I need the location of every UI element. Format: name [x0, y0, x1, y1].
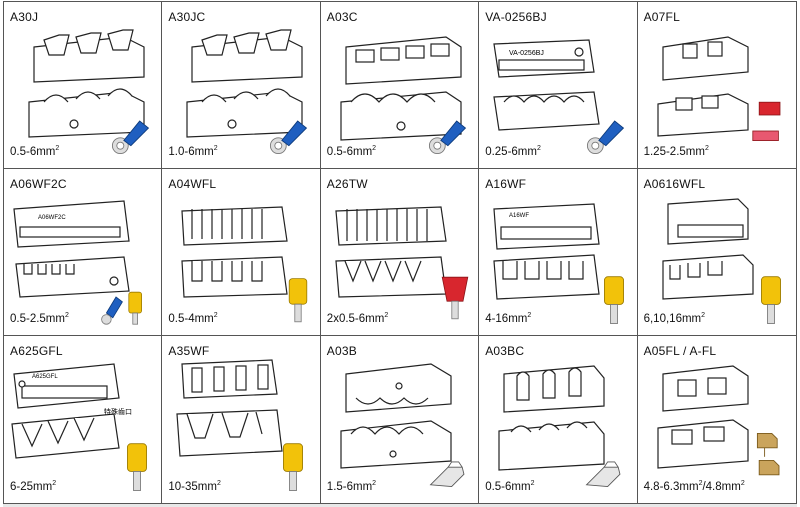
yellow-ferrule-icon	[283, 443, 304, 491]
yellow-ferrule-icon	[127, 443, 147, 491]
wire-range-label: 1.25-2.5mm2	[643, 145, 709, 158]
model-label: A625GFL	[10, 344, 63, 358]
die-cell-a03b[interactable]: A03B 1.5-6mm2	[321, 336, 480, 503]
die-engraving: A06WF2C	[38, 215, 66, 221]
die-cell-a03bc[interactable]: A03BC 0.5-6mm2	[479, 336, 638, 503]
die-cell-a03c[interactable]: A03C 0.5-6mm2	[320, 2, 480, 169]
model-label: A35WF	[168, 344, 210, 358]
open-barrel-terminal-icon	[429, 461, 465, 488]
die-note: 特殊齒口	[104, 407, 132, 416]
bottom-strip	[3, 504, 797, 507]
die-cell-a0616wfl[interactable]: A0616WFL 6,10,16mm2	[637, 169, 796, 336]
wire-range-label: 6,10,16mm2	[643, 312, 706, 325]
die-cell-a30jc[interactable]: A30JC 1.0-6mm2	[162, 2, 321, 169]
die-illustration	[340, 363, 452, 469]
die-cell-a06wf2c[interactable]: A06WF2C A06WF2C 0.5-2.5mm2	[4, 169, 163, 336]
model-label: A07FL	[643, 10, 680, 24]
yellow-ferrule-icon	[604, 276, 625, 324]
model-label: A03B	[326, 344, 357, 358]
model-label: VA-0256BJ	[485, 10, 547, 24]
die-illustration	[335, 206, 447, 298]
wire-range-label: 0.5-6mm2	[326, 145, 377, 158]
wire-range-label: 0.5-6mm2	[485, 480, 535, 493]
model-label: A30JC	[168, 10, 206, 24]
die-illustration	[661, 198, 754, 300]
blue-ring-terminal-icon	[270, 120, 308, 155]
wire-range-label: 10-35mm2	[168, 480, 221, 493]
yellow-ferrule-icon	[760, 276, 781, 324]
die-illustration	[181, 206, 289, 298]
yellow-ferrule-icon	[289, 278, 308, 323]
model-label: A03C	[326, 10, 358, 24]
wire-range-label: 6-25mm2	[10, 480, 57, 493]
die-cell-a26tw[interactable]: A26TW 2x0.5-6mm2	[320, 169, 480, 336]
model-label: A03BC	[485, 344, 525, 358]
die-cell-a35wf[interactable]: A35WF 10-35mm2	[162, 336, 321, 503]
model-label: A16WF	[485, 177, 527, 191]
blue-ring-terminal-icon	[111, 120, 150, 155]
die-engraving: A625GFL	[32, 374, 58, 380]
die-cell-va-0256bj[interactable]: VA-0256BJ VA-0256BJ 0.25-6mm2	[479, 2, 638, 169]
wire-range-label: 4-16mm2	[485, 312, 532, 325]
blue-ring-terminal-icon	[428, 120, 466, 155]
wire-range-label: 0.5-4mm2	[168, 312, 218, 325]
die-illustration	[340, 36, 462, 141]
die-illustration	[498, 365, 605, 471]
die-illustration	[186, 29, 303, 138]
model-label: A06WF2C	[10, 177, 67, 191]
blue-ring-terminal-icon	[587, 120, 625, 155]
die-cell-a05fl-a-fl[interactable]: A05FL / A-FL 4.8-6.3mm2/4.8mm2	[638, 336, 796, 503]
die-illustration	[656, 36, 749, 137]
wire-range-label: 1.5-6mm2	[326, 480, 377, 493]
wire-range-label: 4.8-6.3mm2/4.8mm2	[643, 480, 745, 493]
model-label: A26TW	[326, 177, 368, 191]
die-illustration: A625GFL 特殊齒口	[11, 363, 132, 459]
die-cell-a16wf[interactable]: A16WF A16WF 4-16mm2	[479, 169, 638, 336]
die-illustration: A16WF	[493, 203, 600, 300]
red-twin-ferrule-icon	[441, 276, 469, 320]
die-engraving: A16WF	[509, 213, 529, 219]
open-barrel-terminal-icon	[585, 461, 621, 488]
wire-range-label: 0.5-6mm2	[10, 145, 60, 158]
model-label: A30J	[10, 10, 39, 24]
blue-yellow-terminals-icon	[101, 291, 142, 325]
red-flag-terminal-icon	[751, 101, 780, 141]
die-cell-a625gfl[interactable]: A625GFL 特殊齒口 A625GFL 6-25mm2	[4, 336, 163, 503]
wire-range-label: 0.25-6mm2	[485, 145, 541, 158]
wire-range-label: 0.5-2.5mm2	[10, 312, 69, 325]
brass-flag-terminals-icon	[756, 432, 780, 476]
die-illustration: VA-0256BJ	[493, 39, 600, 131]
die-illustration	[656, 365, 749, 469]
die-cell-a30j[interactable]: A30J 0.5-6mm2	[4, 2, 163, 169]
die-cell-a07fl[interactable]: A07FL 1.25-2.5mm2	[637, 2, 796, 169]
die-illustration	[176, 359, 284, 457]
crimp-die-catalog-grid: A30J 0.5-6mm2 A30JC 1.0-6mm2	[3, 1, 797, 504]
model-label: A05FL / A-FL	[643, 344, 717, 358]
die-cell-a04wfl[interactable]: A04WFL 0.5-4mm2	[162, 169, 321, 336]
die-illustration	[28, 29, 145, 138]
wire-range-label: 2x0.5-6mm2	[326, 312, 389, 325]
die-illustration: A06WF2C	[13, 200, 130, 298]
wire-range-label: 1.0-6mm2	[168, 145, 218, 158]
model-label: A0616WFL	[643, 177, 706, 191]
die-engraving: VA-0256BJ	[509, 50, 544, 57]
model-label: A04WFL	[168, 177, 217, 191]
